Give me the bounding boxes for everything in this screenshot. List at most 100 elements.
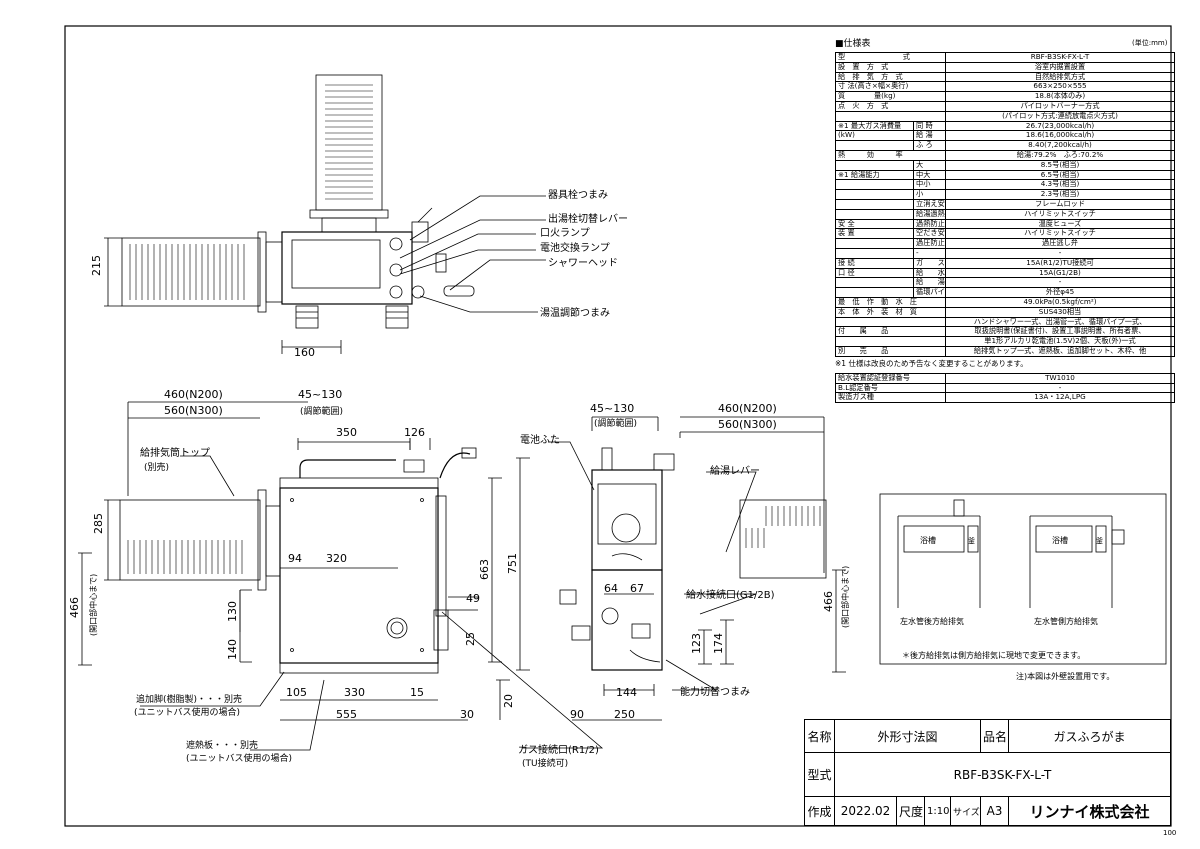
spec-subkey: 空だき安全装置 <box>912 228 947 240</box>
spec-row: 安 全過熱防止装置温度ヒューズ <box>835 218 1175 230</box>
label-noryoku: 能力切替つまみ <box>680 685 750 698</box>
spec-value: ハンドシャワー一式、出湯管一式、循環パイプ一式、 <box>945 316 1175 328</box>
dim-45b: 45~130 <box>590 402 634 415</box>
label-betsubai: (別売) <box>144 461 169 473</box>
spec-row: 立消え安全装置フレームロッド <box>835 198 1175 210</box>
spec-key <box>835 247 914 259</box>
dim-123: 123 <box>690 633 703 654</box>
dim-20: 20 <box>502 694 515 708</box>
spec-value: RBF-B3SK-FX-L-T <box>945 52 1175 63</box>
spec-row: 給 排 気 方 式自然給排気方式 <box>834 71 1175 83</box>
spec-subkey: 給 湯 <box>912 277 947 289</box>
label-shower: シャワーヘッド <box>548 258 618 269</box>
dim-130: 130 <box>226 601 239 622</box>
label-kaikou1: (開口部中心まで) <box>88 574 98 636</box>
spec-value: 15A(G1/2B) <box>945 267 1175 279</box>
dim-560b: 560(N300) <box>718 418 777 431</box>
dim-215: 215 <box>90 255 103 276</box>
spec-key: (kW) <box>835 130 914 142</box>
label-kuchibi: 口火ランプ <box>540 227 590 239</box>
spec-value: フレームロッド <box>945 198 1175 210</box>
spec-row: 給 湯- <box>835 277 1175 289</box>
spec-row: 設 置 方 式浴室内据置設置 <box>834 61 1175 73</box>
spec-value: 6.5号(相当) <box>945 169 1175 181</box>
spec-value: 自然給排気方式 <box>945 71 1175 83</box>
dim-64: 64 <box>604 582 618 595</box>
spec-unit: (単位:mm) <box>1132 39 1168 47</box>
name-value: 外形寸法図 <box>833 719 982 753</box>
spec-subkey: 中小 <box>912 179 947 191</box>
spec-key: 装 置 <box>835 228 914 240</box>
spec-value: 過圧逃し弁 <box>945 238 1175 249</box>
spec-subkey: ふ ろ <box>912 140 947 151</box>
dim-25: 25 <box>464 632 477 646</box>
label-bath2: 浴槽 <box>1052 535 1068 545</box>
spec-value: 給排気トップ一式、遮熱板、追加脚セット、木枠、他 <box>945 345 1175 357</box>
spec-value: - <box>945 247 1175 259</box>
spec-value: ハイリミットスイッチ <box>945 228 1175 240</box>
dim-285: 285 <box>92 513 105 534</box>
made-label: 作成 <box>804 796 835 826</box>
spec-row: 単1形アルカリ乾電池(1.5V)2個、天板(外)一式 <box>834 336 1175 347</box>
dim-105: 105 <box>286 686 307 699</box>
spec-key <box>835 189 914 200</box>
label-cap2: 左水管側方給排気 <box>1034 616 1098 626</box>
spec-key: 最 低 作 動 水 圧 <box>834 296 947 308</box>
label-shanetsu: 遮熱板・・・別売 <box>186 739 258 751</box>
label-fu2: 釜 <box>1096 536 1103 545</box>
dim-174: 174 <box>712 633 725 654</box>
sheet-border <box>64 25 1172 827</box>
spec-key: 型 式 <box>834 52 947 63</box>
spec-row: 装 置空だき安全装置ハイリミットスイッチ <box>835 228 1175 240</box>
dim-30: 30 <box>460 708 474 721</box>
top-view <box>104 74 546 354</box>
spec-subkey: 中大 <box>912 169 947 181</box>
cert-row: B.L認定番号- <box>835 382 1175 394</box>
spec-key <box>835 159 914 171</box>
spec-key <box>835 238 914 249</box>
spec-note1: ※1 仕様は改良のため予告なく変更することがあります。 <box>835 358 1028 368</box>
label-tsuika: 追加脚(樹脂製)・・・別売 <box>136 693 242 705</box>
page-number: 100 <box>1163 829 1177 837</box>
spec-key: 寸 法(高さ×幅×奥行) <box>834 81 947 93</box>
spec-value: (パイロット方式:連続放電点火方式) <box>945 110 1175 122</box>
spec-title: ■仕様表 <box>835 39 871 49</box>
model-label: 型式 <box>804 752 835 797</box>
spec-row: ハンドシャワー一式、出湯管一式、循環パイプ一式、 <box>834 316 1175 328</box>
spec-key: 接 続 <box>835 257 914 269</box>
spec-subkey: - <box>912 247 947 259</box>
dim-15: 15 <box>410 686 424 699</box>
dim-45a: 45~130 <box>298 388 342 401</box>
spec-key <box>835 208 914 220</box>
side-view <box>548 416 846 721</box>
label-kyuto-lever: 給湯レバー <box>710 464 760 477</box>
spec-key <box>834 110 947 122</box>
diagram-text: 器具栓つまみ 出湯栓切替レバー 口火ランプ 電池交換ランプ シャワーヘッド 湯温… <box>68 188 1114 769</box>
cert-key: B.L認定番号 <box>835 382 946 394</box>
spec-value: SUS430相当 <box>945 306 1175 318</box>
spec-row: 過圧防止安全装置過圧逃し弁 <box>835 238 1175 249</box>
label-note-wall: 注)本図は外壁設置用です。 <box>1016 671 1114 681</box>
spec-row: (パイロット方式:連続放電点火方式) <box>834 110 1175 122</box>
cert-value: 13A・12A,LPG <box>945 392 1175 404</box>
name-label: 名称 <box>804 719 835 753</box>
dim-250: 250 <box>614 708 635 721</box>
label-chosetsu1: (調節範囲) <box>300 405 343 417</box>
label-gas: ガス接続口(R1/2) <box>518 743 599 756</box>
front-view <box>78 401 604 751</box>
spec-value: 8.40(7,200kcal/h) <box>945 140 1175 151</box>
label-kaikou2: (開口部中心まで) <box>840 566 850 628</box>
spec-value: 26.7(23,000kcal/h) <box>945 120 1175 132</box>
label-kyuhai-top: 給排気筒トップ <box>140 446 210 459</box>
label-bath1: 浴槽 <box>920 535 936 545</box>
spec-key: 設 置 方 式 <box>834 61 947 73</box>
label-deyu: 出湯栓切替レバー <box>548 212 628 225</box>
spec-key: 別 売 品 <box>834 345 947 357</box>
label-unit1: (ユニットバス使用の場合) <box>134 706 240 718</box>
